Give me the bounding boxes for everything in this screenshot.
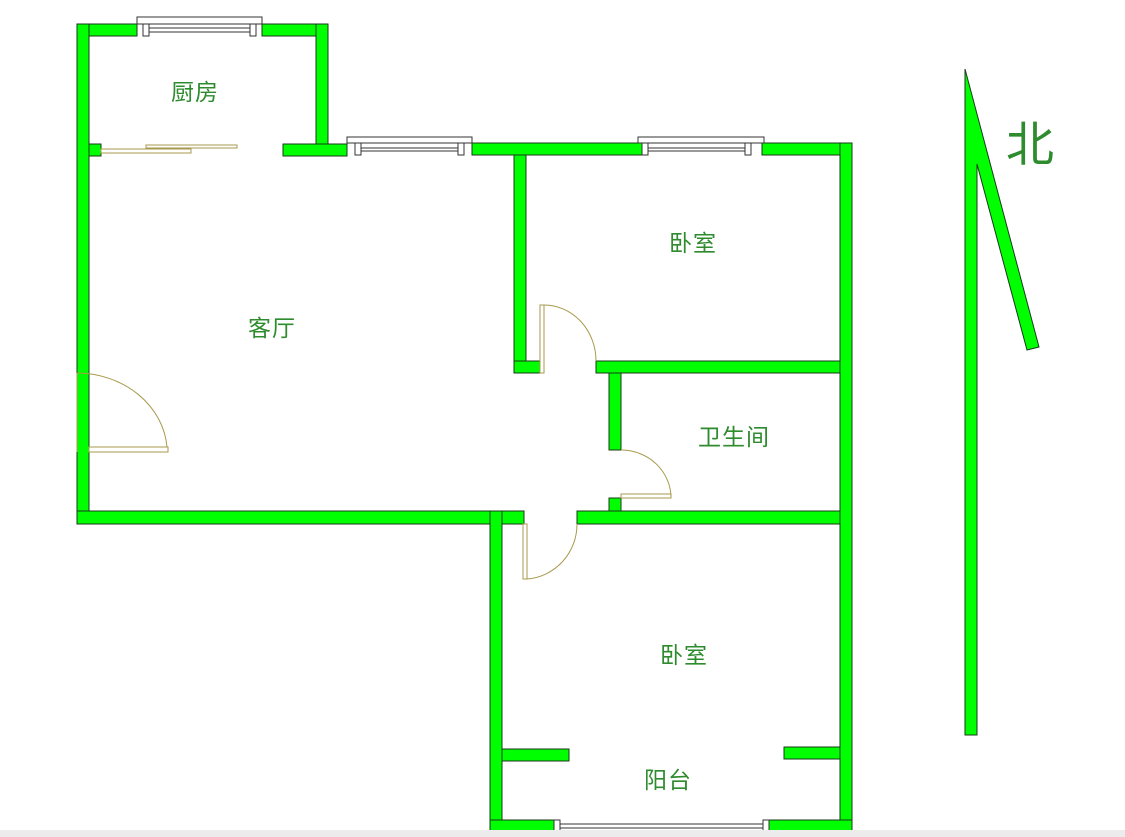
window-kitchen-frame-right	[249, 23, 257, 37]
wall-bedroom-west	[513, 154, 527, 374]
bottom-scrollbar-strip	[0, 830, 1125, 837]
window-living-sill	[346, 136, 473, 144]
wall-bedroom-stub	[513, 360, 541, 374]
window-kitchen-sill	[136, 16, 263, 25]
room-label-balcony: 阳台	[644, 768, 692, 794]
bathroom-door-swing	[620, 449, 672, 499]
doors	[76, 144, 672, 580]
room-label-bathroom: 卫生间	[698, 425, 770, 451]
kitchen-sliding-door-panel-1	[100, 148, 192, 154]
wall-north-middle	[471, 142, 643, 156]
bedroom-south-door-swing	[526, 523, 578, 580]
wall-balcony-left	[501, 748, 570, 762]
wall-north-east	[761, 142, 853, 156]
wall-bath-south	[576, 510, 841, 525]
window-bedroom-sill	[637, 136, 765, 144]
window-bedroom-frame-left	[641, 142, 649, 156]
room-label-kitchen: 厨房	[171, 80, 219, 106]
walls	[76, 23, 853, 834]
room-label-bedroom-north: 卧室	[669, 231, 717, 257]
wall-east	[839, 142, 853, 834]
wall-bedroom-south-west	[489, 510, 503, 834]
kitchen-sliding-door-panel-2	[145, 144, 238, 149]
entry-door-leaf	[88, 446, 169, 453]
windows	[136, 16, 770, 834]
wall-west	[76, 23, 90, 525]
window-living-frame-left	[354, 142, 362, 156]
wall-kitchen-stub-left	[88, 143, 102, 157]
wall-bath-west-upper	[608, 372, 622, 451]
room-label-living-room: 客厅	[248, 316, 296, 342]
window-kitchen-frame-left	[142, 23, 150, 37]
bedroom-north-door-swing	[543, 304, 597, 362]
window-living-frame-right	[457, 142, 465, 156]
wall-kitchen-stub-right	[282, 143, 348, 157]
room-label-bedroom-south: 卧室	[660, 643, 708, 669]
entry-door-swing	[76, 372, 168, 448]
bedroom-north-door-leaf	[539, 304, 545, 374]
wall-kitchen-east	[315, 23, 329, 157]
bedroom-south-door-leaf	[522, 523, 528, 580]
wall-bath-west-lower	[608, 497, 622, 512]
wall-living-south	[76, 510, 525, 525]
compass-north-label: 北	[1005, 117, 1055, 173]
bathroom-door-leaf	[620, 493, 672, 499]
wall-balcony-right	[783, 746, 841, 760]
window-bedroom-frame-right	[744, 142, 752, 156]
north-arrow-icon	[964, 68, 1040, 736]
wall-bedroom-bath	[595, 360, 841, 374]
